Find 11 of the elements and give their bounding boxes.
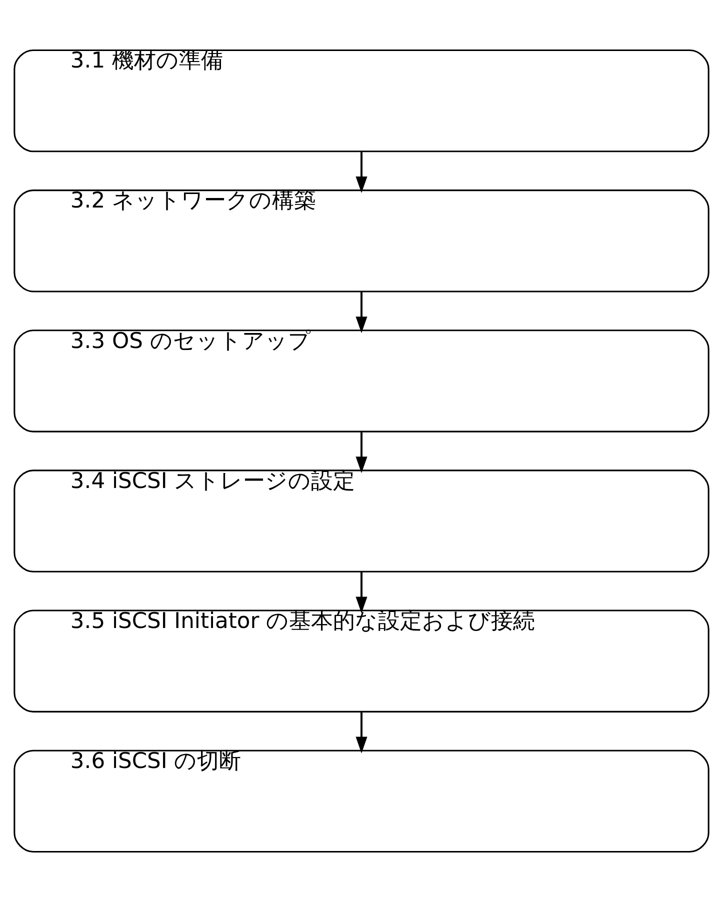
node-box: 3.3 OS のセットアップ xyxy=(14,330,710,432)
arrow xyxy=(356,152,368,194)
node-box: 3.2 ネットワークの構築 xyxy=(14,190,710,292)
arrow xyxy=(356,432,368,474)
node-box: 3.5 iSCSI Initiator の基本的な設定および接続 xyxy=(14,610,710,712)
node-box: 3.1 機材の準備 xyxy=(14,49,710,152)
arrow xyxy=(356,572,368,614)
node-box: 3.6 iSCSI の切断 xyxy=(14,750,710,853)
arrow xyxy=(356,712,368,754)
arrow xyxy=(356,292,368,334)
node-box: 3.4 iSCSI ストレージの設定 xyxy=(14,470,710,572)
